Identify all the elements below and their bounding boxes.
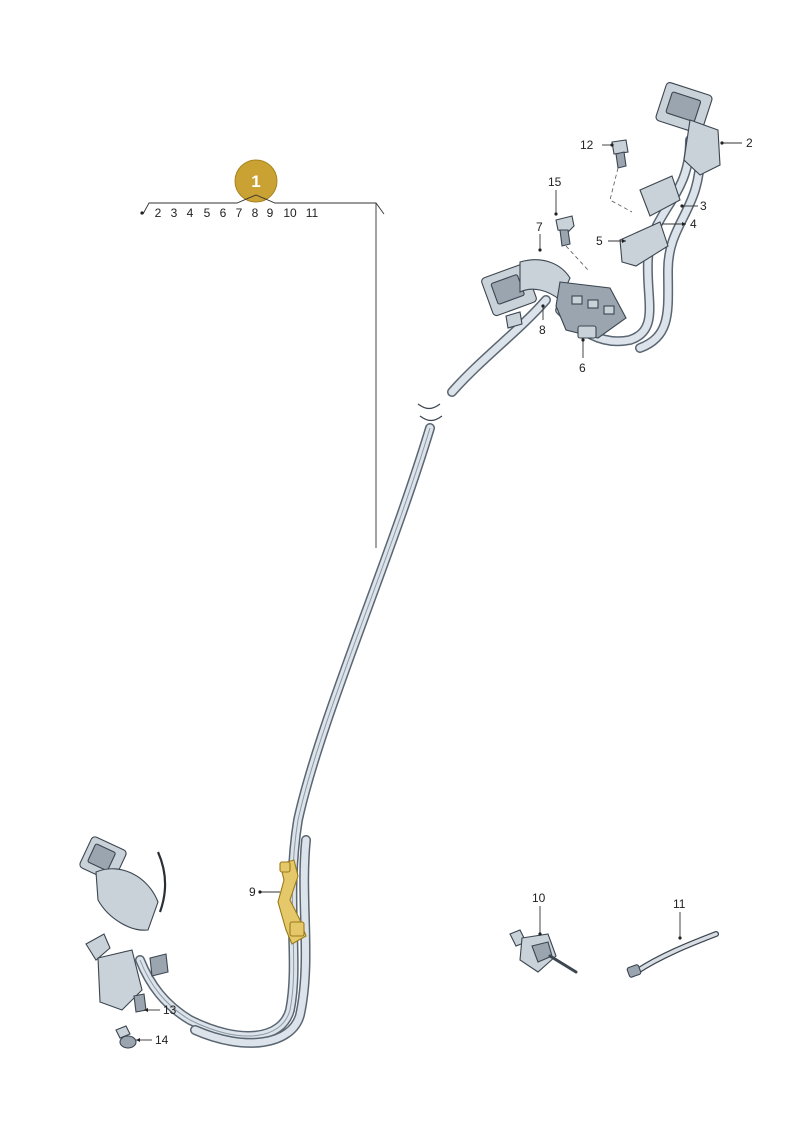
group-item-2[interactable]: 2 — [155, 206, 162, 220]
holder-part-10[interactable] — [509, 929, 578, 974]
callout-10[interactable]: 10 — [532, 891, 546, 905]
group-item-11[interactable]: 11 — [306, 206, 319, 220]
cable-break-mark — [417, 403, 443, 422]
callout-12[interactable]: 12 — [580, 138, 594, 152]
callout-2[interactable]: 2 — [746, 136, 753, 150]
clip-part-15[interactable] — [555, 215, 575, 247]
screw-part-14[interactable] — [115, 1025, 137, 1049]
bracket-part-9[interactable] — [277, 859, 307, 945]
group-item-5[interactable]: 5 — [204, 206, 211, 220]
assembly-badge[interactable] — [234, 159, 278, 203]
bolt-part-12[interactable] — [611, 139, 629, 169]
callout-9[interactable]: 9 — [249, 885, 256, 899]
callout-11[interactable]: 11 — [673, 897, 686, 911]
lower-connector-assembly[interactable] — [79, 836, 169, 1013]
group-item-6[interactable]: 6 — [220, 206, 227, 220]
callout-15[interactable]: 15 — [548, 175, 562, 189]
assembly-line-15 — [565, 245, 589, 271]
group-item-4[interactable]: 4 — [187, 206, 194, 220]
group-item-8[interactable]: 8 — [252, 206, 259, 220]
group-bracket — [142, 194, 385, 215]
callout-5[interactable]: 5 — [596, 234, 603, 248]
callout-7[interactable]: 7 — [536, 220, 543, 234]
group-item-10[interactable]: 10 — [283, 206, 297, 220]
middle-connector-block[interactable] — [481, 259, 627, 339]
cable-tie-part-11[interactable] — [626, 931, 719, 978]
group-item-7[interactable]: 7 — [236, 206, 243, 220]
callout-3[interactable]: 3 — [700, 199, 707, 213]
assembly-line-12 — [609, 167, 633, 213]
callout-6[interactable]: 6 — [579, 361, 586, 375]
assembly-badge-number[interactable]: 1 — [251, 172, 260, 191]
group-item-9[interactable]: 9 — [267, 206, 274, 220]
cable-harness — [135, 295, 551, 1048]
callout-4[interactable]: 4 — [690, 217, 697, 231]
callouts: 2 3 4 5 6 7 8 9 10 11 — [136, 136, 753, 1047]
upper-connector-assembly[interactable] — [555, 82, 721, 353]
callout-13[interactable]: 13 — [163, 1003, 177, 1017]
group-bracket-dot — [140, 211, 144, 215]
callout-14[interactable]: 14 — [155, 1033, 169, 1047]
callout-8[interactable]: 8 — [539, 323, 546, 337]
group-item-3[interactable]: 3 — [171, 206, 178, 220]
